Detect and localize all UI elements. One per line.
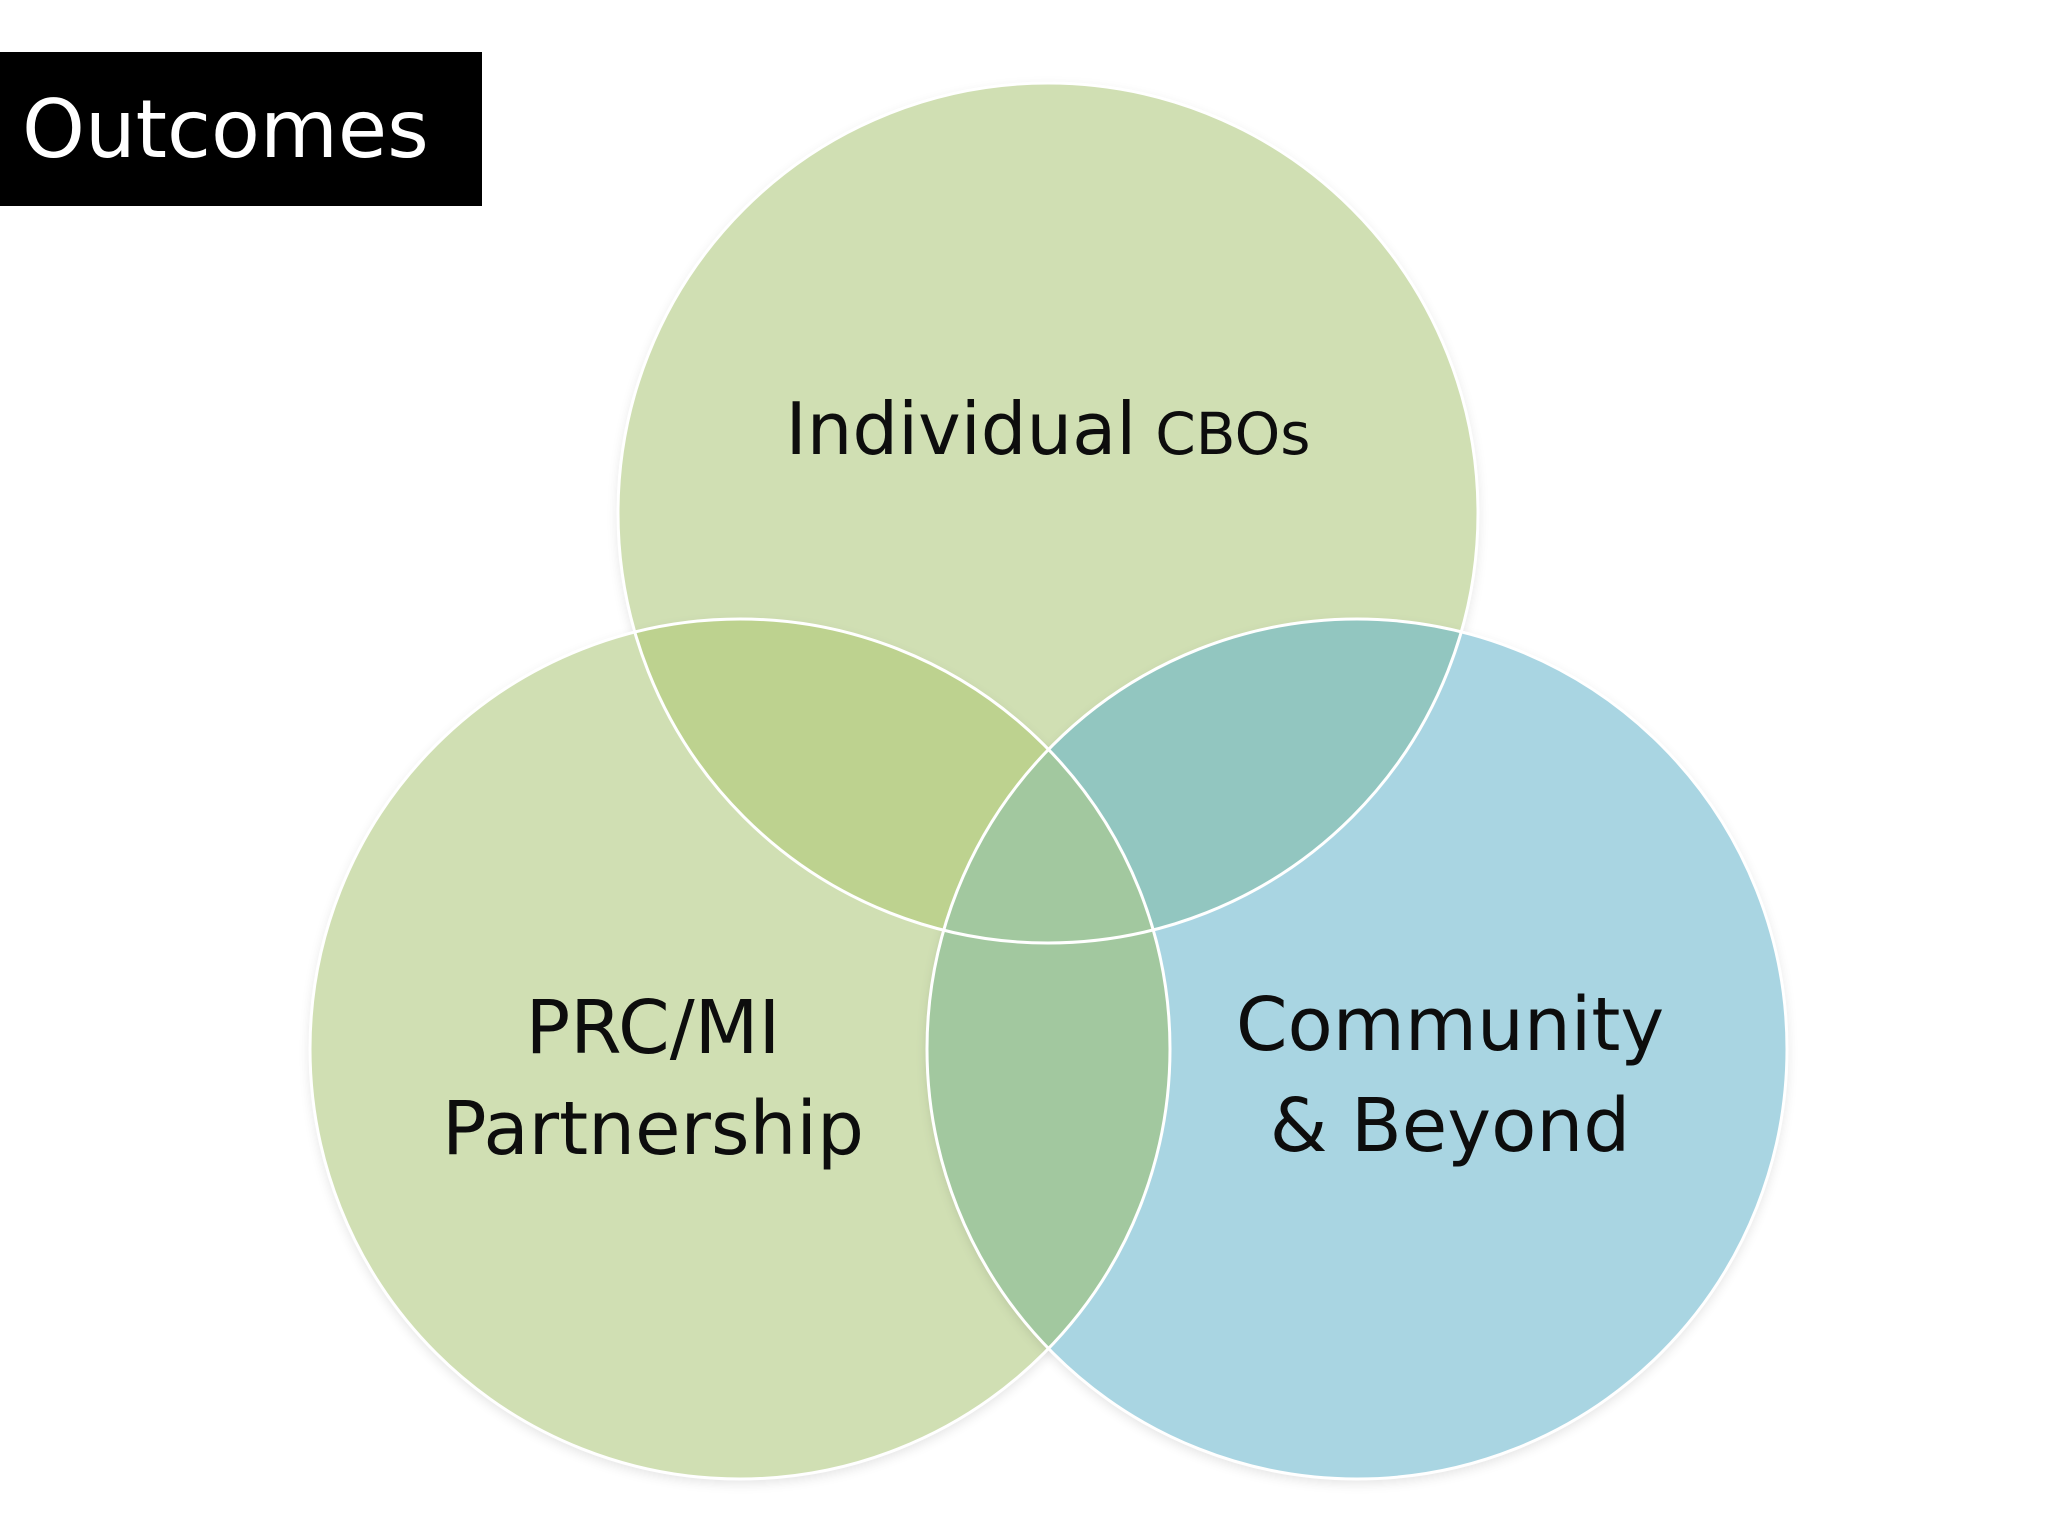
label-individual-main: Individual (786, 387, 1137, 471)
slide-title: Outcomes (22, 83, 429, 176)
outline-community (925, 617, 1789, 1481)
label-partnership-line1: PRC/MI (526, 985, 781, 1071)
label-community-line2: & Beyond (1270, 1083, 1630, 1169)
overlap-individual-partnership (618, 619, 1170, 943)
label-partnership-line2: Partnership (442, 1086, 864, 1172)
outline-partnership (308, 617, 1172, 1481)
outline-individual (616, 81, 1480, 945)
label-individual-small: CBOs (1155, 400, 1310, 468)
overlap-individual-community (927, 619, 1478, 943)
title-banner: Outcomes (0, 52, 482, 206)
label-community-line1: Community (1236, 982, 1664, 1068)
label-individual-cbos: Individual CBOs (786, 387, 1311, 471)
